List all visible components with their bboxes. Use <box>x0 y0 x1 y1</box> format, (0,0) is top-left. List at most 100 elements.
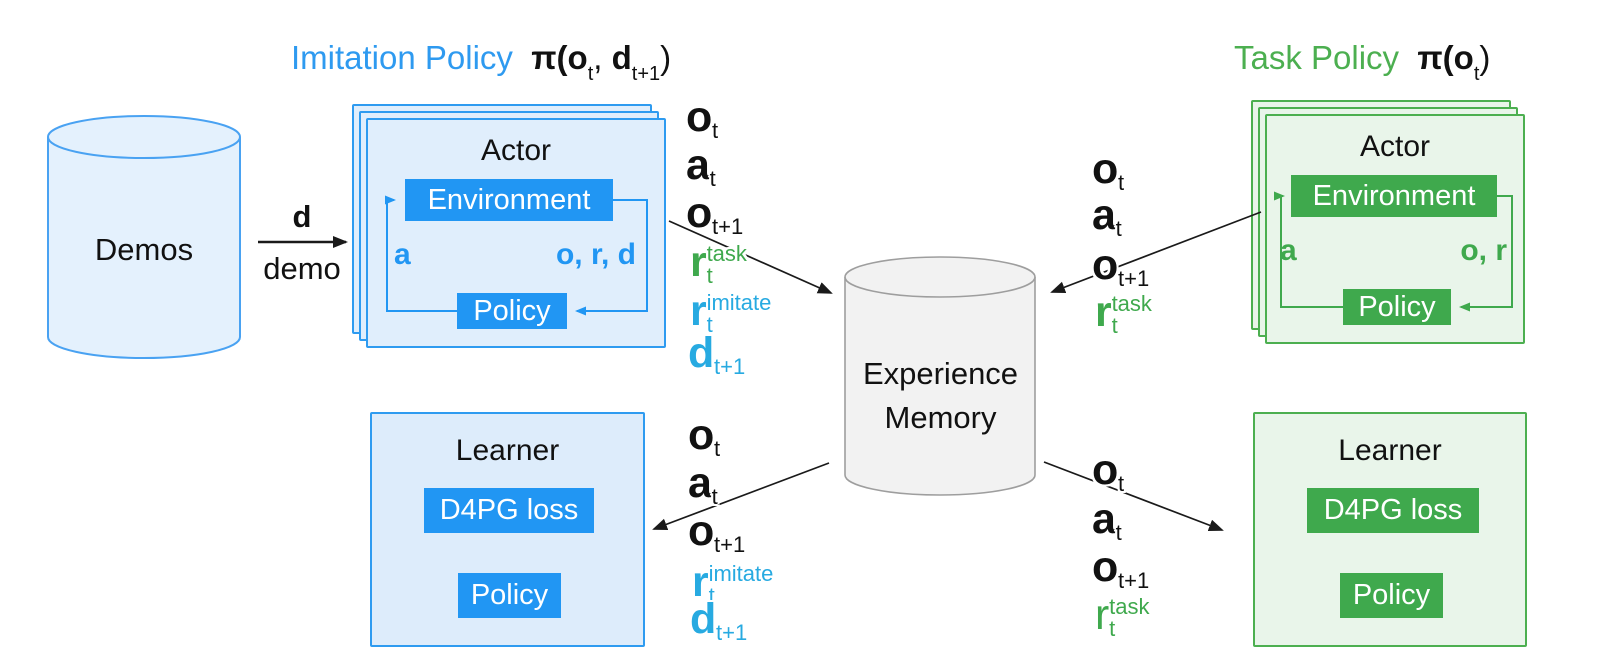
feedback-label: o, r <box>1460 234 1507 267</box>
cylinder-top <box>844 256 1036 298</box>
cylinder-body <box>844 277 1036 496</box>
symbol-subscript: t <box>1118 170 1125 196</box>
experience-memory-cylinder: Experience Memory <box>843 255 1038 498</box>
task-policy-title: Task Policy π(ot) <box>1234 39 1491 85</box>
symbol-subscript: t <box>1115 216 1122 242</box>
symbol-subscript: t+1 <box>716 620 748 646</box>
formula-obs-arg: o <box>567 39 588 76</box>
action-label: a <box>1280 234 1297 267</box>
policy-label: Policy <box>470 579 549 611</box>
formula-obs-arg: o <box>1453 39 1474 76</box>
task-actor-stack: Actor Environment a o, r Policy <box>1251 100 1525 344</box>
symbol-subscript: t <box>711 484 718 510</box>
action-loop-arrow <box>385 195 457 312</box>
symbol-subscript: t+1 <box>1118 568 1150 594</box>
policy-box: Policy <box>1343 289 1451 325</box>
formula-close-paren: ) <box>1479 39 1491 76</box>
task-policy-title-label: Task Policy <box>1234 39 1400 76</box>
policy-label: Policy <box>473 294 551 327</box>
symbol-superscript: imitate <box>706 290 772 316</box>
symbol-main: d <box>690 595 717 643</box>
formula-separator: , <box>593 39 612 76</box>
actor-title: Actor <box>1359 130 1431 163</box>
policy-label: Policy <box>1352 579 1431 611</box>
symbol-main: r <box>690 287 707 335</box>
actor-io-row: a o, r, d <box>394 240 636 270</box>
feedback-label: o, r, d <box>555 238 636 271</box>
symbol-subscript: t+1 <box>712 214 744 240</box>
feedback-loop-arrow <box>575 199 648 316</box>
demo-arrow-top-label: d <box>292 199 312 234</box>
pi-symbol: π( <box>531 39 568 76</box>
symbol-subscript: t <box>708 583 715 609</box>
symbol-subscript: t <box>1111 313 1118 339</box>
symbol-subscript: t <box>712 118 719 144</box>
policy-box: Policy <box>1340 573 1443 618</box>
symbol-main: a <box>688 459 712 507</box>
symbol-main: o <box>1092 241 1119 289</box>
experience-memory-label: Experience Memory <box>843 255 1038 498</box>
task-policy-formula: π(ot) <box>1399 39 1491 85</box>
actor-title: Actor <box>480 134 552 167</box>
cylinder-top <box>47 115 241 159</box>
symbol-main: r <box>692 558 709 606</box>
task-actor-to-memory-arrow <box>1050 211 1262 293</box>
formula-demo-subscript: t+1 <box>631 63 661 85</box>
memory-cylinder-shape <box>844 256 1036 496</box>
symbol-main: o <box>686 93 713 141</box>
symbol-subscript: t <box>706 312 713 338</box>
formula-close-paren: ) <box>660 39 672 76</box>
symbol-subscript: t <box>709 166 716 192</box>
symbol-main: a <box>1092 191 1116 239</box>
symbol-subscript: t <box>1115 520 1122 546</box>
imitation-actor-to-memory-arrow <box>668 220 833 294</box>
d4pg-loss-label: D4PG loss <box>439 494 579 526</box>
symbol-main: d <box>688 329 715 377</box>
environment-label: Environment <box>1312 179 1476 212</box>
imitation-policy-title: Imitation Policy π(ot, dt+1) <box>291 39 672 85</box>
imitation-learner-card: Learner D4PG loss Policy <box>370 412 645 647</box>
symbol-subscript: t <box>1109 616 1116 642</box>
action-loop-arrow <box>1274 191 1343 308</box>
learner-title: Learner <box>455 434 560 467</box>
learner-title: Learner <box>1338 434 1442 467</box>
symbol-main: o <box>1092 145 1119 193</box>
imitation-policy-title-label: Imitation Policy <box>291 39 513 76</box>
symbol-main: a <box>1092 495 1116 543</box>
symbol-superscript: imitate <box>708 561 774 587</box>
pi-symbol: π( <box>1417 39 1454 76</box>
environment-box: Environment <box>405 179 613 221</box>
symbol-main: r <box>1095 288 1112 336</box>
symbol-subscript: t+1 <box>1118 266 1150 292</box>
policy-label: Policy <box>1358 290 1436 323</box>
task-actor-card: Actor Environment a o, r Policy <box>1265 114 1525 344</box>
actor-loop-arrows <box>1274 191 1513 312</box>
environment-label: Environment <box>427 183 591 216</box>
imitation-actor-stack: Actor Environment a o, r, d Policy <box>352 104 666 348</box>
symbol-main: o <box>1092 543 1119 591</box>
symbol-superscript: task <box>1111 291 1152 317</box>
symbol-main: a <box>686 141 710 189</box>
symbol-subscript: t+1 <box>714 532 746 558</box>
symbol-main: o <box>686 189 713 237</box>
formula-obs-subscript: t <box>1473 63 1480 85</box>
symbol-main: r <box>690 238 707 286</box>
